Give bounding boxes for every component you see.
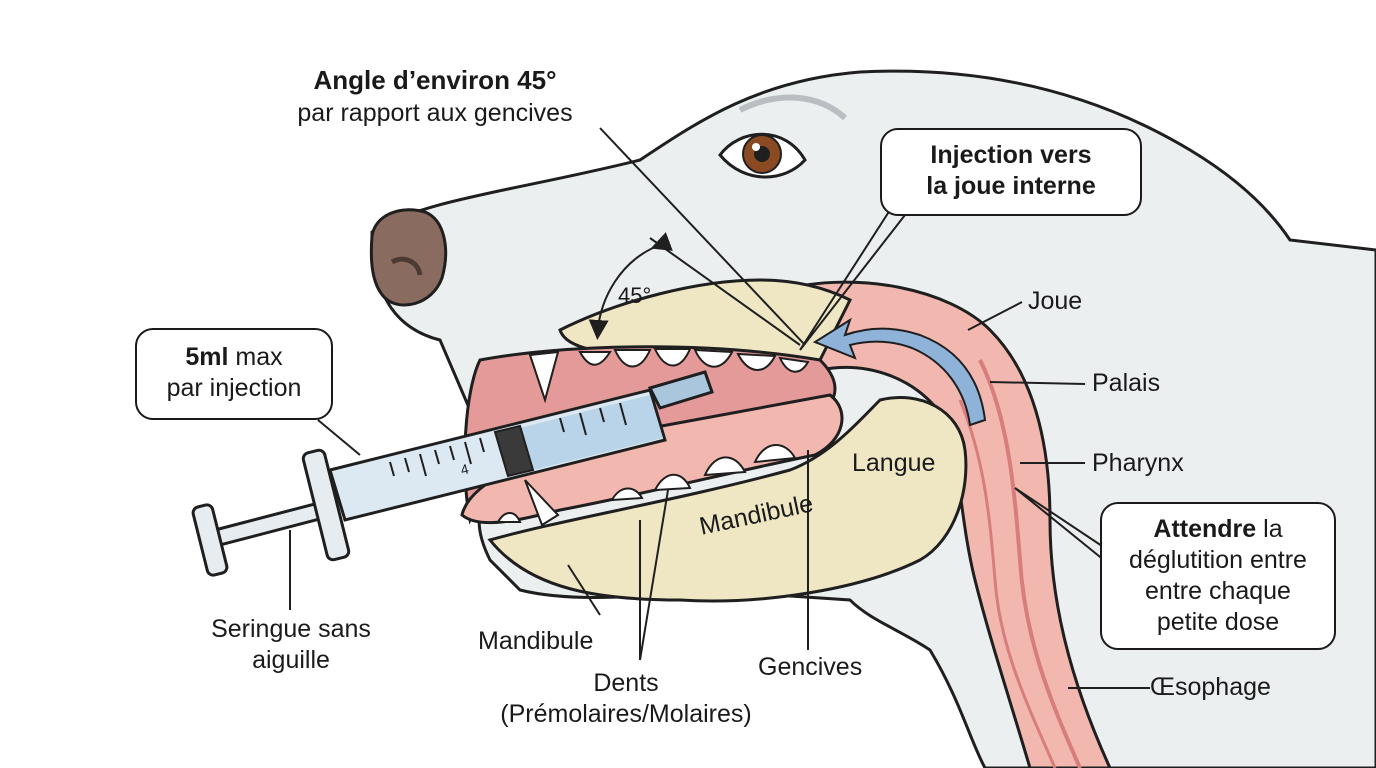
label-syringe-line1: Seringue sans (211, 615, 371, 643)
nostril (390, 256, 423, 276)
swallow-line4: petite dose (1156, 608, 1280, 636)
lower-teeth (496, 444, 797, 527)
label-teeth: Dents (Prémolaires/Molaires) (486, 668, 766, 730)
label-teeth-line1: Dents (593, 669, 659, 697)
swallow-direction-arrow (812, 317, 987, 427)
label-gums: Gencives (758, 653, 863, 681)
label-syringe-line2: aiguille (252, 646, 330, 674)
swallow-callout: Attendre la déglutition entre entre chaq… (1100, 502, 1336, 650)
injection-direction-line1: Injection vers (930, 141, 1092, 169)
injection-direction-callout: Injection vers la joue interne (880, 128, 1142, 216)
label-tongue: Langue (852, 449, 936, 477)
label-teeth-line2: (Prémolaires/Molaires) (500, 700, 752, 728)
nose (369, 208, 448, 307)
label-mandible: Mandibule (478, 627, 594, 655)
syringe-liquid (520, 395, 663, 470)
label-syringe: Seringue sans aiguille (196, 614, 386, 676)
max-dose-callout: 5ml max par injection (135, 328, 333, 420)
angle-note-subtitle: par rapport aux gencives (297, 99, 573, 127)
esophagus-wall (978, 359, 1082, 768)
esophagus-wall-inner (958, 399, 1057, 768)
angle-note: Angle d’environ 45° par rapport aux genc… (240, 64, 630, 130)
brow-shading (738, 94, 848, 121)
lower-jaw-bone (487, 395, 968, 603)
swallow-line2: déglutition entre (1129, 546, 1307, 574)
angle-mark: 45° (618, 283, 652, 308)
syringe-mark: 4 (459, 460, 471, 477)
label-pharynx: Pharynx (1092, 449, 1184, 477)
max-dose-line2: par injection (166, 374, 302, 402)
angle-note-title: Angle d’environ 45° (313, 65, 557, 95)
max-dose-rest: max (228, 343, 283, 371)
syringe-tip (647, 370, 714, 410)
max-dose-bold: 5ml (185, 343, 229, 371)
angle-reference-line (649, 237, 801, 346)
swallow-bold: Attendre (1153, 515, 1257, 543)
swallow-line3: entre chaque (1145, 577, 1291, 605)
label-palate: Palais (1092, 369, 1161, 397)
eye-glint (752, 143, 760, 151)
swallow-rest: la (1256, 515, 1283, 543)
label-esophagus: Œsophage (1150, 673, 1271, 701)
plunger-end (191, 503, 229, 577)
syringe-flange (301, 448, 351, 562)
label-cheek: Joue (1028, 287, 1083, 315)
upper-teeth (528, 348, 810, 404)
angle-arc (588, 232, 673, 340)
injection-direction-line2: la joue interne (926, 172, 1096, 200)
leader-lines (289, 127, 1150, 689)
syringe-scale (389, 402, 627, 477)
syringe: 4 (191, 370, 714, 577)
syringe-stopper (493, 424, 535, 478)
